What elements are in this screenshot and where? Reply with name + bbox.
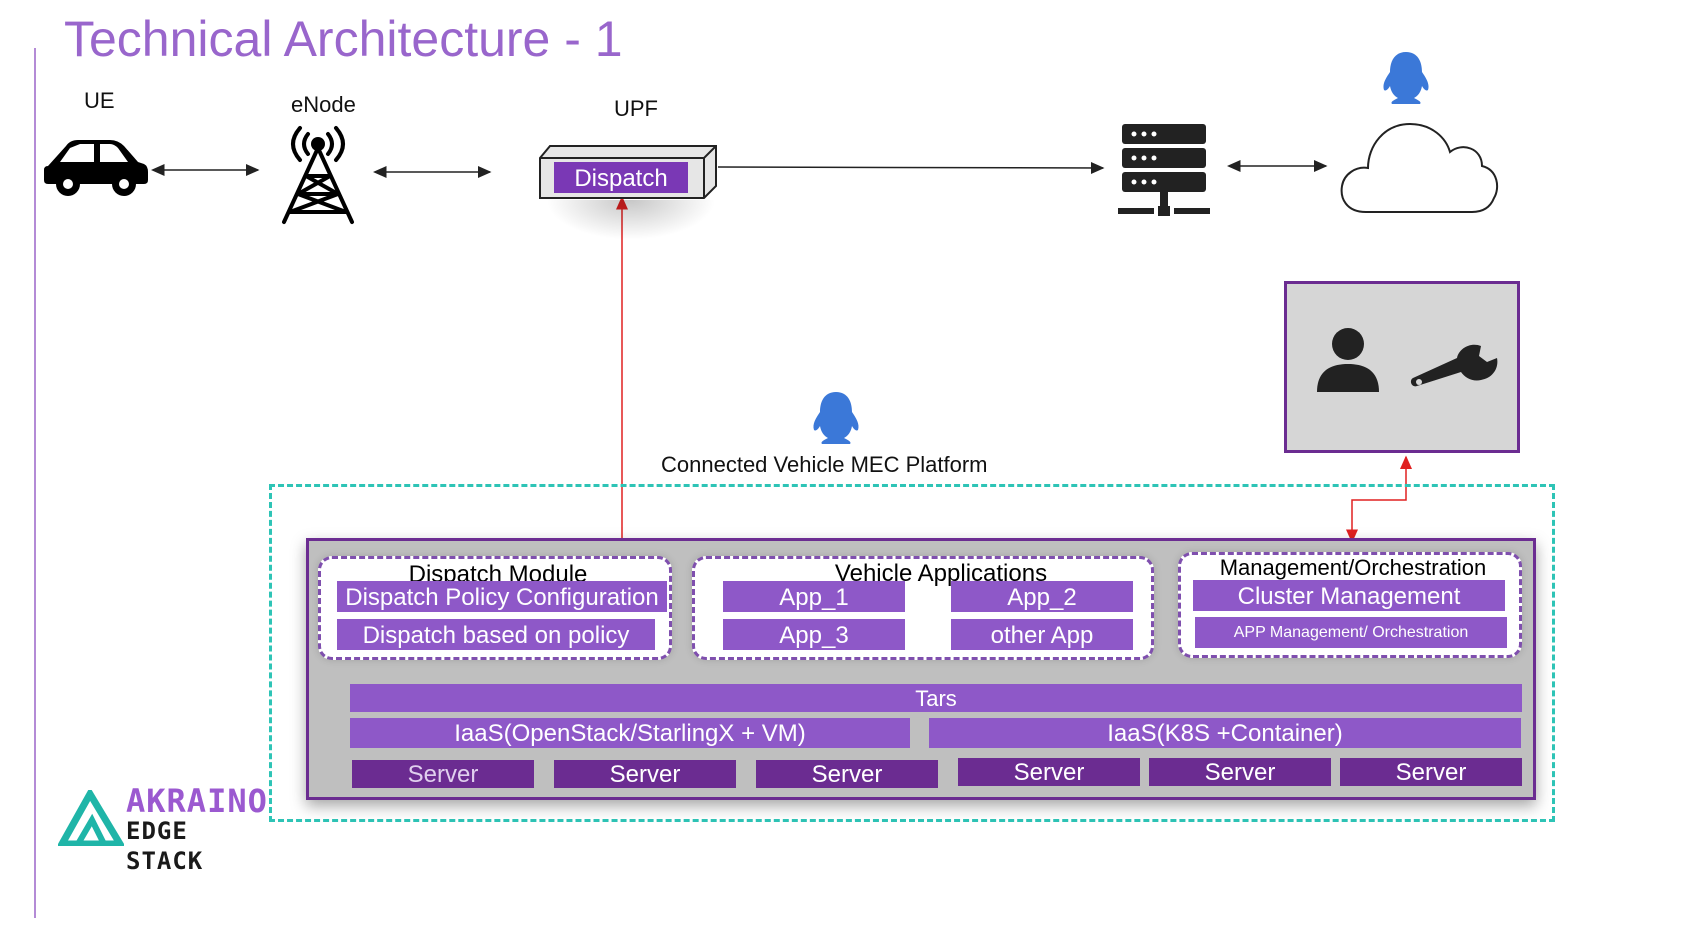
ue-label: UE — [84, 88, 115, 113]
admin-panel — [1284, 281, 1520, 453]
tars-layer: Tars — [350, 684, 1522, 712]
car-icon — [44, 140, 148, 196]
dispatch-based-on-policy[interactable]: Dispatch based on policy — [337, 619, 655, 650]
server-3: Server — [756, 760, 938, 788]
iaas-openstack: IaaS(OpenStack/StarlingX + VM) — [350, 718, 910, 748]
other-app[interactable]: other App — [951, 619, 1133, 650]
penguin-icon-top — [1383, 52, 1429, 104]
app-management-orchestration[interactable]: APP Management/ Orchestration — [1195, 617, 1507, 648]
user-icon — [1317, 328, 1379, 392]
app-2[interactable]: App_2 — [951, 581, 1133, 612]
iaas-k8s: IaaS(K8S +Container) — [929, 718, 1521, 748]
server-1: Server — [352, 760, 534, 788]
penguin-icon-platform — [813, 392, 859, 444]
upf-label: UPF — [614, 96, 658, 121]
dispatch-module-group: Dispatch Module Dispatch Policy Configur… — [318, 556, 672, 660]
wrench-icon — [1410, 344, 1498, 387]
mec-platform-boundary — [269, 484, 1555, 822]
cluster-management[interactable]: Cluster Management — [1193, 580, 1505, 611]
cloud-icon — [1340, 122, 1499, 213]
server-rack-icon — [1118, 124, 1210, 216]
logo-line-1: AKRAINO — [126, 782, 268, 820]
management-title: Management/Orchestration — [1219, 555, 1487, 580]
app-1[interactable]: App_1 — [723, 581, 905, 612]
server-6: Server — [1340, 758, 1522, 786]
left-divider — [34, 48, 36, 918]
upf-shadow — [546, 200, 716, 240]
server-2: Server — [554, 760, 736, 788]
cell-tower-icon — [282, 126, 354, 224]
akraino-logo: AKRAINO EDGE STACK — [58, 782, 280, 875]
logo-line-2: EDGE STACK — [126, 817, 204, 875]
platform-label: Connected Vehicle MEC Platform — [661, 452, 988, 477]
page-title: Technical Architecture - 1 — [64, 11, 623, 67]
management-orchestration-group: Management/Orchestration Cluster Managem… — [1178, 552, 1522, 658]
vehicle-applications-group: Vehicle Applications App_1 App_2 App_3 o… — [692, 556, 1154, 660]
app-3[interactable]: App_3 — [723, 619, 905, 650]
akraino-logo-mark — [58, 790, 124, 846]
dispatch-button[interactable]: Dispatch — [554, 162, 688, 193]
server-5: Server — [1149, 758, 1331, 786]
enode-label: eNode — [291, 92, 356, 117]
server-4: Server — [958, 758, 1140, 786]
dispatch-policy-config[interactable]: Dispatch Policy Configuration — [337, 581, 667, 612]
upf-box: Dispatch — [538, 144, 718, 200]
